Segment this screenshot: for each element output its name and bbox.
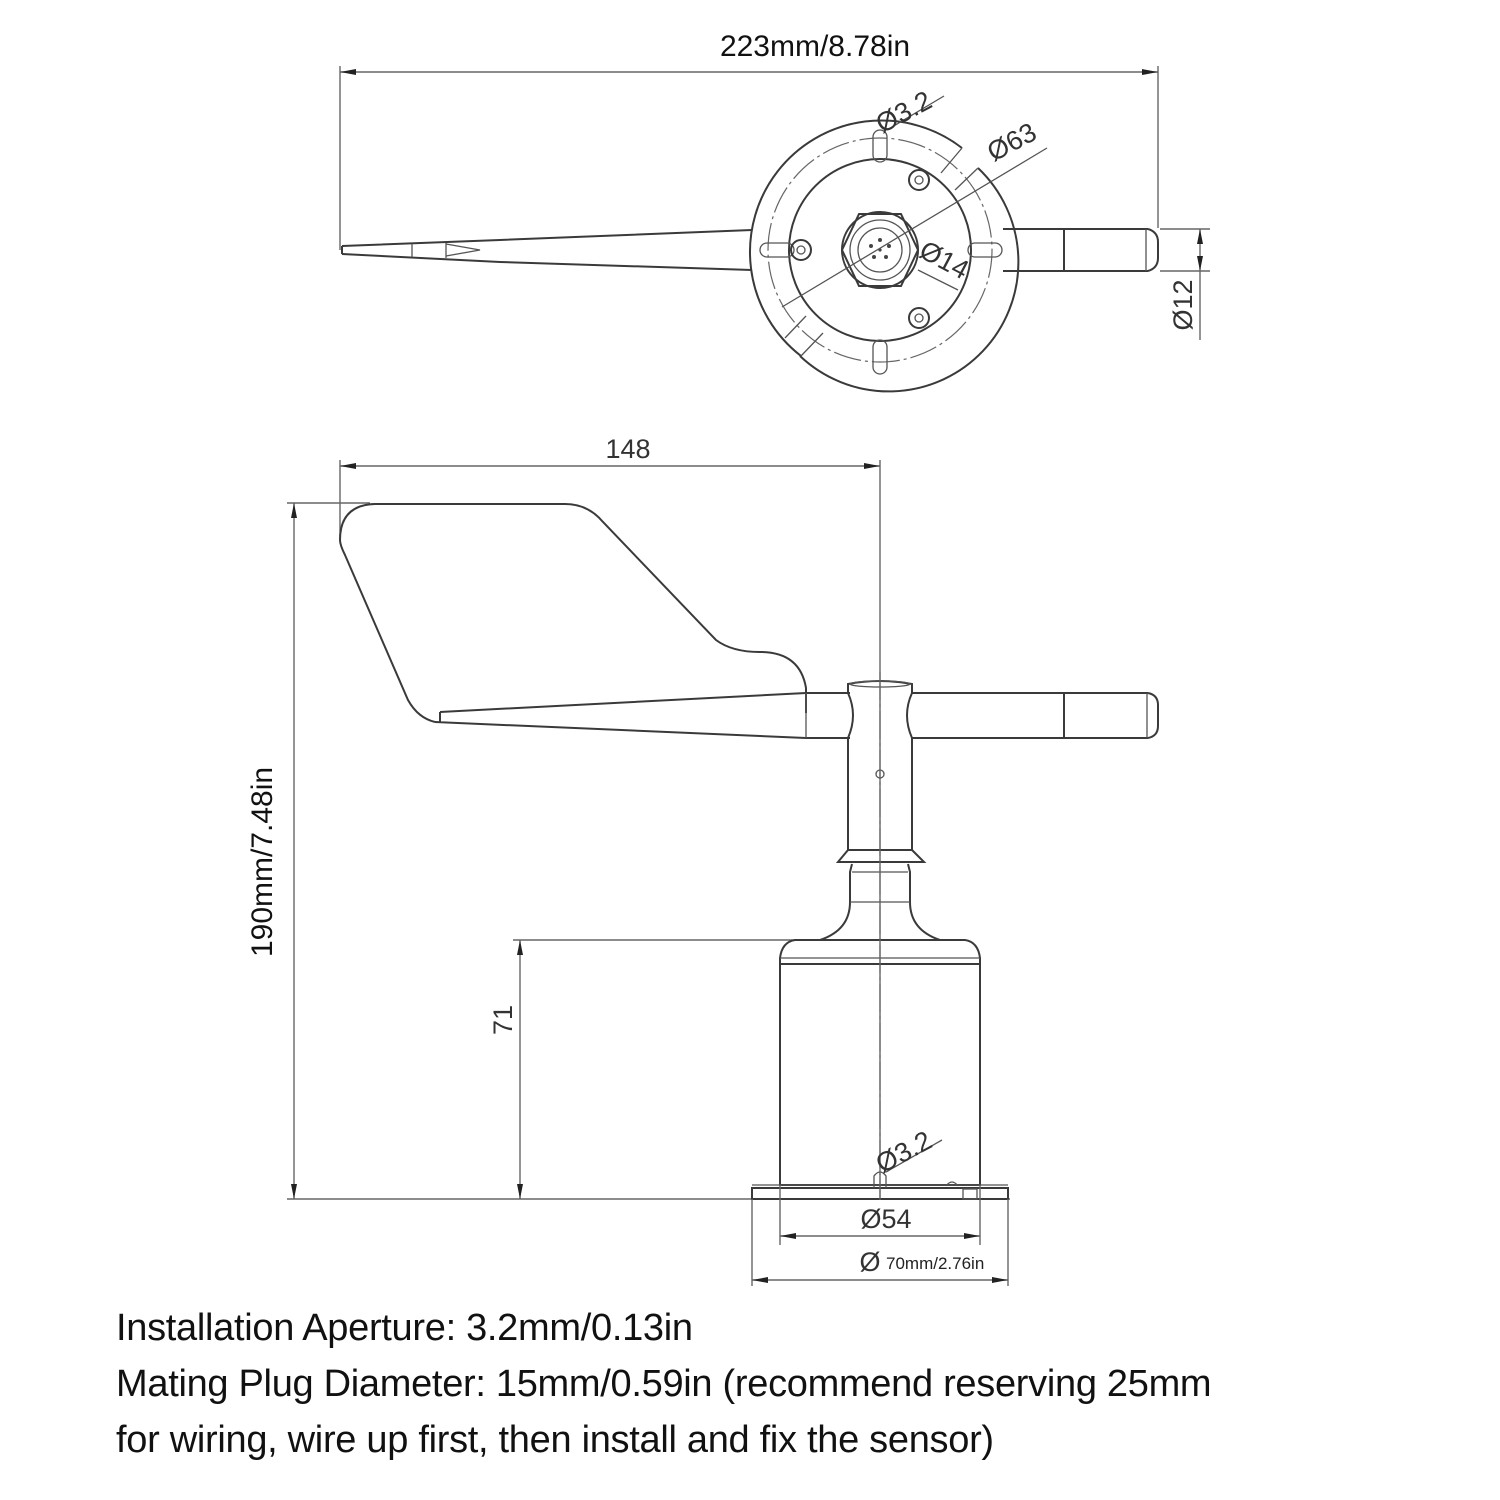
vane-width-label: 148 <box>605 434 650 464</box>
counterweight-diameter-label: Ø12 <box>1168 279 1198 330</box>
mount-hole-label: Ø3.2 <box>871 85 937 139</box>
note-installation-aperture: Installation Aperture: 3.2mm/0.13in <box>116 1307 693 1349</box>
connector-diameter-label: Ø14 <box>915 235 974 285</box>
flange-diameter-symbol: Ø <box>859 1247 880 1277</box>
vane-arm <box>434 692 850 739</box>
overall-width-label: 223mm/8.78in <box>720 30 910 63</box>
vane-fin <box>339 503 807 723</box>
inner-base-dimension: Ø54 <box>779 1185 981 1245</box>
top-view: 223mm/8.78in Ø12 <box>339 30 1210 393</box>
vane-tail-top <box>341 229 753 271</box>
ring-diameter-label: Ø63 <box>982 117 1041 167</box>
housing-height-dimension: 71 <box>488 939 800 1199</box>
overall-height-label: 190mm/7.48in <box>246 767 279 957</box>
flange-dimension: Ø 70mm/2.76in <box>751 1199 1009 1286</box>
vane-width-dimension: 148 <box>339 434 881 1200</box>
note-mating-plug-diameter: Mating Plug Diameter: 15mm/0.59in (recom… <box>116 1363 1212 1405</box>
counterweight-top: Ø12 <box>1003 228 1210 340</box>
flange-diameter-label: 70mm/2.76in <box>886 1254 984 1273</box>
base-hole-label: Ø3.2 <box>871 1125 937 1179</box>
installation-notes: Installation Aperture: 3.2mm/0.13in Mati… <box>116 1300 1436 1468</box>
housing-height-label: 71 <box>488 1005 518 1035</box>
hub-top: Ø3.2 Ø63 Ø14 <box>749 85 1048 393</box>
inner-base-diameter-label: Ø54 <box>860 1204 911 1234</box>
note-wiring-instruction: for wiring, wire up first, then install … <box>116 1419 994 1461</box>
hub-side <box>819 680 1159 941</box>
overall-height-dimension: 190mm/7.48in <box>246 502 1010 1200</box>
side-view: 148 190mm/7.48in 71 <box>246 434 1159 1286</box>
overall-width-dimension: 223mm/8.78in <box>339 30 1159 250</box>
